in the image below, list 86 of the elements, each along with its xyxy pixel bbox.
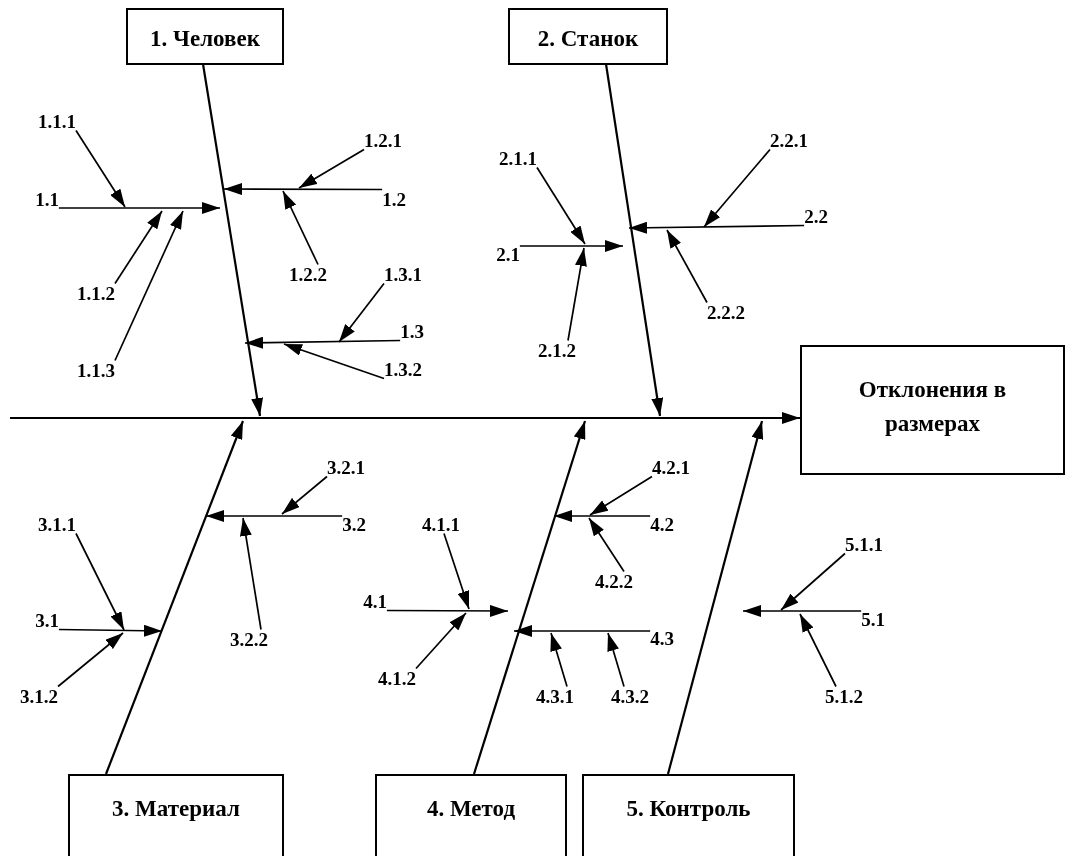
cause-arrow	[519, 240, 624, 252]
cause-arrow	[588, 517, 625, 573]
effect-label: Отклонения в размерах	[857, 376, 1008, 438]
cause-number: 4.3	[650, 628, 674, 648]
cause-arrow	[283, 343, 385, 380]
cause-number: 3.1.1	[38, 514, 76, 534]
bone-arrow	[472, 420, 587, 775]
cause-number: 1.1.3	[77, 360, 115, 380]
cause-number: 5.1	[861, 609, 885, 629]
spine-arrow	[10, 412, 800, 424]
cause-number: 1.1	[35, 189, 59, 209]
cause-number: 2.1.1	[499, 148, 537, 168]
cause-arrow	[742, 605, 862, 617]
cause-arrow	[703, 148, 771, 228]
cause-number: 1.3.1	[384, 264, 422, 284]
cause-arrow	[799, 613, 837, 688]
cause-arrow	[567, 247, 587, 342]
cause-number: 4.2.2	[595, 571, 633, 591]
bone-arrow	[666, 420, 764, 775]
effect-box	[800, 345, 1065, 475]
cause-category-box	[126, 8, 284, 65]
cause-number: 2.2	[804, 206, 828, 226]
cause-number: 3.1	[35, 610, 59, 630]
category-label: 3. Материал	[111, 795, 241, 823]
cause-category-box	[582, 774, 795, 856]
category-label: 5. Контроль	[625, 795, 752, 823]
category-label: 4. Метод	[425, 795, 517, 823]
cause-category-box	[375, 774, 567, 856]
cause-arrow	[223, 183, 383, 196]
cause-number: 4.1.1	[422, 514, 460, 534]
cause-number: 3.1.2	[20, 686, 58, 706]
cause-number: 3.2	[342, 514, 366, 534]
bone-arrow	[201, 63, 264, 417]
cause-arrow	[415, 612, 467, 670]
cause-number: 4.1.2	[378, 668, 416, 688]
cause-category-box	[68, 774, 284, 856]
cause-number: 4.3.2	[611, 686, 649, 706]
cause-arrow	[338, 282, 385, 343]
cause-arrow	[536, 166, 586, 245]
cause-number: 4.2.1	[652, 457, 690, 477]
cause-number: 5.1.2	[825, 686, 863, 706]
cause-arrow	[550, 632, 568, 688]
cause-arrow	[443, 532, 470, 610]
cause-number: 4.3.1	[536, 686, 574, 706]
cause-arrow	[589, 475, 653, 516]
cause-arrow	[281, 475, 328, 515]
cause-arrow	[75, 129, 126, 208]
cause-number: 2.1.2	[538, 340, 576, 360]
cause-arrow	[57, 632, 124, 688]
cause-arrow	[114, 210, 163, 285]
cause-arrow	[282, 190, 319, 266]
cause-arrow	[75, 532, 125, 631]
cause-number: 2.2.2	[707, 302, 745, 322]
cause-number: 1.1.2	[77, 283, 115, 303]
cause-arrow	[666, 229, 708, 304]
bone-arrow	[604, 63, 664, 417]
cause-arrow	[114, 210, 184, 362]
cause-arrow	[58, 624, 163, 637]
cause-number: 1.3	[400, 321, 424, 341]
cause-arrow	[58, 202, 221, 214]
cause-number: 3.2.1	[327, 457, 365, 477]
cause-number: 4.1	[363, 591, 387, 611]
cause-arrow	[298, 148, 365, 189]
cause-number: 1.2.1	[364, 130, 402, 150]
cause-arrow	[780, 552, 846, 611]
cause-number: 1.2	[382, 189, 406, 209]
cause-number: 1.2.2	[289, 264, 327, 284]
cause-number: 2.2.1	[770, 130, 808, 150]
cause-arrow	[628, 221, 805, 234]
cause-number: 5.1.1	[845, 534, 883, 554]
cause-arrow	[239, 517, 262, 631]
cause-number: 4.2	[650, 514, 674, 534]
cause-number: 3.2.2	[230, 629, 268, 649]
cause-number: 2.1	[496, 244, 520, 264]
category-label: 2. Станок	[536, 25, 640, 53]
cause-arrow	[513, 625, 651, 637]
cause-arrow	[244, 336, 401, 349]
cause-arrow	[386, 604, 509, 617]
cause-arrow	[553, 510, 651, 522]
category-label: 1. Человек	[149, 25, 261, 53]
cause-category-box	[508, 8, 668, 65]
cause-number: 1.1.1	[38, 111, 76, 131]
cause-arrow	[607, 632, 625, 688]
bone-arrow	[104, 420, 245, 775]
cause-number: 1.3.2	[384, 359, 422, 379]
cause-arrow	[205, 510, 343, 522]
